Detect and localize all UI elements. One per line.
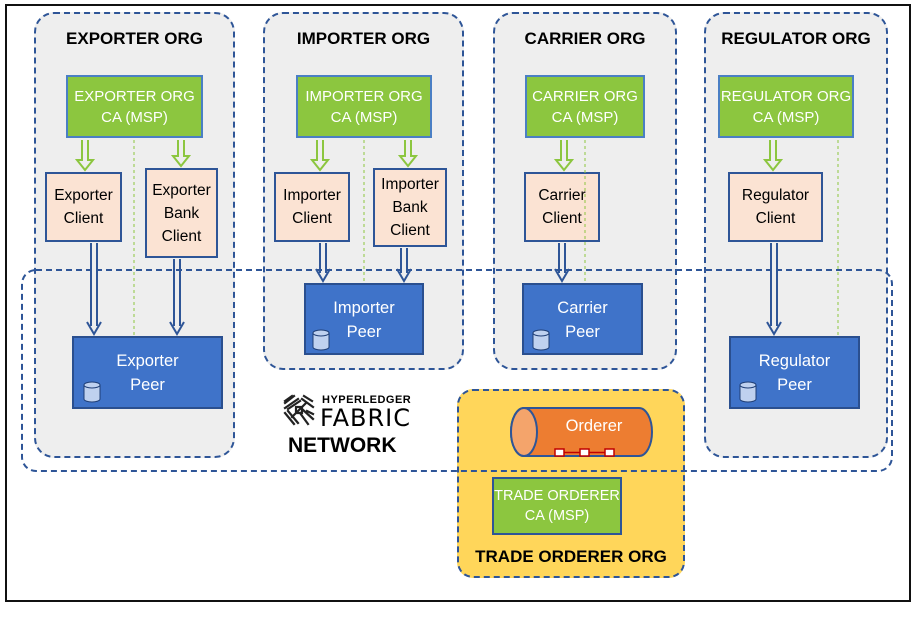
regulator-client-line1: Regulator: [741, 187, 810, 204]
exporter-bank-client-box: Exporter Bank Client: [145, 168, 218, 258]
carrier-ca-line2: CA (MSP): [551, 108, 619, 126]
exporter-ca-line2: CA (MSP): [101, 108, 168, 126]
importer-peer-line1: Importer: [333, 299, 395, 317]
exporter-bank-client-line3: Client: [161, 227, 202, 245]
exporter-client-line2: Client: [63, 210, 104, 227]
network-boundary: [21, 269, 893, 472]
importer-ca-line1: IMPORTER ORG: [305, 87, 423, 105]
peer-database-icons: [83, 329, 757, 403]
importer-peer-line2: Peer: [346, 323, 382, 341]
exporter-ca-box: EXPORTER ORG CA (MSP): [66, 75, 203, 138]
carrier-client-box: Carrier Client: [524, 172, 600, 242]
trade-orderer-org-title: TRADE ORDERER ORG: [475, 547, 667, 566]
trade-orderer-ca-line2: CA (MSP): [524, 508, 590, 524]
importer-bank-client-box: Importer Bank Client: [373, 168, 447, 247]
importer-peer-box: Importer Peer: [304, 283, 424, 355]
regulator-peer-line1: Regulator: [758, 352, 831, 370]
exporter-peer-box: Exporter Peer: [72, 336, 223, 409]
orderer-chain-icon: [554, 448, 615, 457]
carrier-peer-db-icon: [532, 329, 550, 351]
hyperledger-logo-icon: [282, 393, 316, 427]
exporter-client-box: Exporter Client: [45, 172, 122, 242]
hyperledger-fabric-logo: HYPERLEDGER FABRIC NETWORK: [272, 390, 424, 462]
importer-peer-db-icon: [312, 329, 330, 351]
importer-client-line1: Importer: [283, 187, 341, 204]
ca-peer-links: [133, 140, 839, 336]
importer-bank-client-line1: Importer: [381, 176, 439, 193]
carrier-client-line1: Carrier: [538, 187, 586, 204]
importer-bank-client-line2: Bank: [392, 199, 428, 216]
regulator-org-title: REGULATOR ORG: [721, 29, 871, 48]
exporter-org-title: EXPORTER ORG: [66, 29, 203, 48]
carrier-org-title: CARRIER ORG: [524, 29, 646, 48]
orderer-label: Orderer: [565, 417, 623, 435]
importer-org-title: IMPORTER ORG: [296, 29, 431, 48]
carrier-client-line2: Client: [542, 210, 582, 227]
importer-ca-box: IMPORTER ORG CA (MSP): [296, 75, 432, 138]
orderer-cylinder: [510, 407, 653, 457]
logo-hyperledger-text: HYPERLEDGER: [322, 394, 412, 406]
client-peer-arrows: [86, 243, 782, 336]
network-label: NETWORK: [288, 434, 397, 457]
exporter-peer-db-icon: [83, 381, 101, 403]
carrier-ca-box: CARRIER ORG CA (MSP): [525, 75, 645, 138]
exporter-peer-line2: Peer: [130, 376, 165, 394]
regulator-ca-line1: REGULATOR ORG: [720, 87, 852, 105]
regulator-ca-line2: CA (MSP): [752, 108, 820, 126]
exporter-bank-client-line1: Exporter: [152, 181, 211, 199]
exporter-ca-line1: EXPORTER ORG: [74, 87, 195, 105]
carrier-ca-line1: CARRIER ORG: [532, 87, 638, 105]
trade-orderer-ca-box: TRADE ORDERER CA (MSP): [492, 477, 622, 535]
logo-fabric-text: FABRIC: [320, 404, 411, 432]
regulator-peer-db-icon: [739, 381, 757, 403]
exporter-peer-line1: Exporter: [116, 352, 179, 370]
trade-orderer-ca-line1: TRADE ORDERER: [494, 488, 620, 504]
regulator-peer-line2: Peer: [777, 376, 812, 394]
exporter-bank-client-line2: Bank: [163, 204, 200, 222]
importer-client-box: Importer Client: [274, 172, 350, 242]
importer-client-line2: Client: [292, 210, 332, 227]
carrier-peer-line2: Peer: [565, 323, 600, 341]
regulator-ca-box: REGULATOR ORG CA (MSP): [718, 75, 854, 138]
importer-bank-client-line3: Client: [390, 222, 430, 239]
ca-client-arrows: [74, 140, 784, 172]
carrier-peer-line1: Carrier: [557, 299, 608, 317]
regulator-client-box: Regulator Client: [728, 172, 823, 242]
exporter-client-line1: Exporter: [54, 187, 113, 204]
importer-ca-line2: CA (MSP): [330, 108, 398, 126]
regulator-client-line2: Client: [755, 210, 796, 227]
